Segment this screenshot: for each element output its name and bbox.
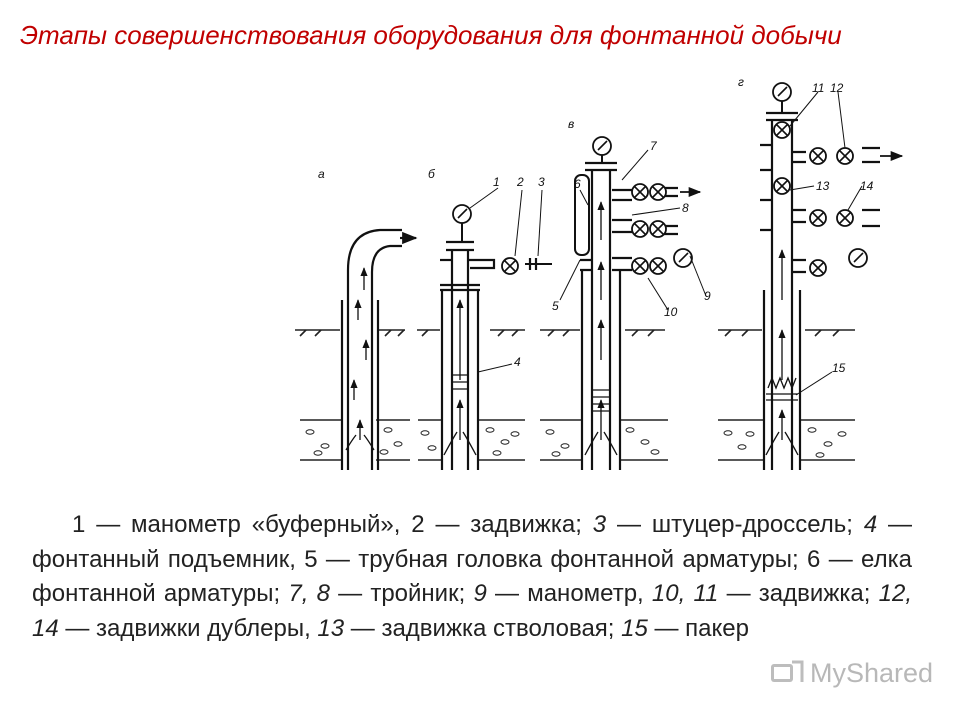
page-title: Этапы совершенствования оборудования для… [20, 20, 842, 50]
fountain-equipment-diagram: а б в г 1 2 3 4 5 6 7 8 9 10 11 12 13 14… [295, 75, 904, 470]
part-label-11: 11 [812, 81, 824, 95]
stage-g-flow [765, 249, 799, 456]
part-label-1: 1 [493, 175, 500, 189]
part-label-13: 13 [816, 179, 830, 193]
stage-label-a: а [318, 167, 325, 181]
part-label-9: 9 [704, 289, 711, 303]
stage-v-fittings [592, 136, 693, 275]
part-label-12: 12 [830, 81, 844, 95]
part-label-10: 10 [664, 305, 678, 319]
stage-label-g: г [738, 75, 744, 89]
part-label-4: 4 [514, 355, 521, 369]
stage-g [760, 111, 880, 470]
stage-a-flow [345, 267, 375, 451]
stage-a [340, 228, 418, 470]
leader-lines [469, 91, 863, 396]
stage-label-b: б [428, 167, 436, 181]
part-label-6: 6 [574, 177, 581, 191]
watermark-logo-icon [771, 660, 804, 682]
reservoir-layer [300, 419, 855, 461]
stage-v-flow [584, 201, 618, 456]
part-label-14: 14 [860, 179, 874, 193]
part-label-15: 15 [832, 361, 846, 375]
part-label-5: 5 [552, 299, 559, 313]
part-label-3: 3 [538, 175, 545, 189]
part-label-8: 8 [682, 201, 689, 215]
stage-b-fittings [452, 204, 519, 275]
part-label-2: 2 [516, 175, 524, 189]
stage-v [580, 161, 678, 470]
tubing-head [574, 174, 590, 256]
stage-b-flow [443, 299, 477, 456]
watermark-text: MyShared [810, 657, 934, 688]
ground-surface [295, 329, 855, 337]
part-label-7: 7 [650, 139, 658, 153]
stage-b [440, 240, 552, 470]
watermark: MyShared [770, 655, 933, 691]
stage-g-fittings [772, 82, 868, 277]
legend-caption: 1 — манометр «буферный», 2 — задвижка; 3… [32, 511, 913, 642]
stage-label-v: в [568, 117, 574, 131]
